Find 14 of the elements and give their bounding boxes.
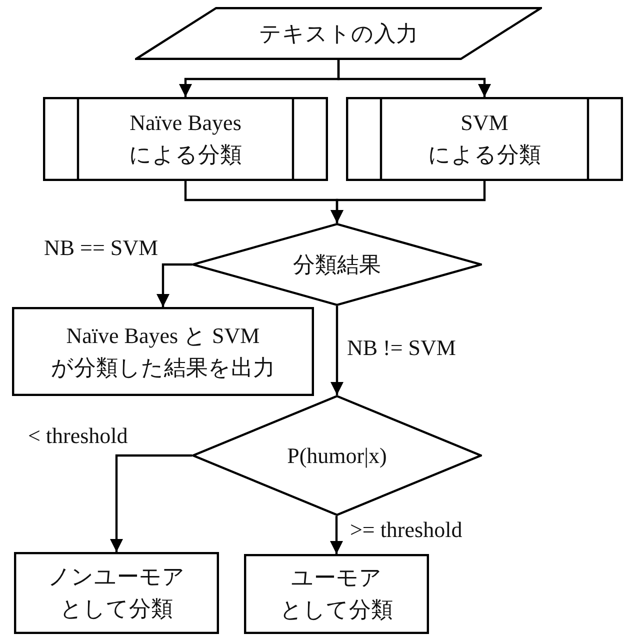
- arrow: [337, 60, 492, 97]
- arrow: [156, 263, 192, 307]
- process-box: Naïve Bayes と SVM が分類した結果を出力: [12, 307, 314, 396]
- arrow: [330, 181, 486, 223]
- process-box: ユーモアとして分類: [244, 554, 429, 634]
- decision-diamond: P(humor|x): [192, 395, 482, 516]
- process-box: ノンユーモアとして分類: [14, 552, 219, 634]
- arrow: [110, 454, 192, 552]
- predefined-process-box: Naïve Bayes による分類: [43, 97, 328, 181]
- input-parallelogram: テキストの入力: [135, 7, 542, 60]
- arrow: [330, 516, 344, 554]
- arrow: [330, 306, 344, 395]
- predefined-process-box: SVM による分類: [346, 97, 623, 181]
- decision-diamond: 分類結果: [192, 223, 482, 306]
